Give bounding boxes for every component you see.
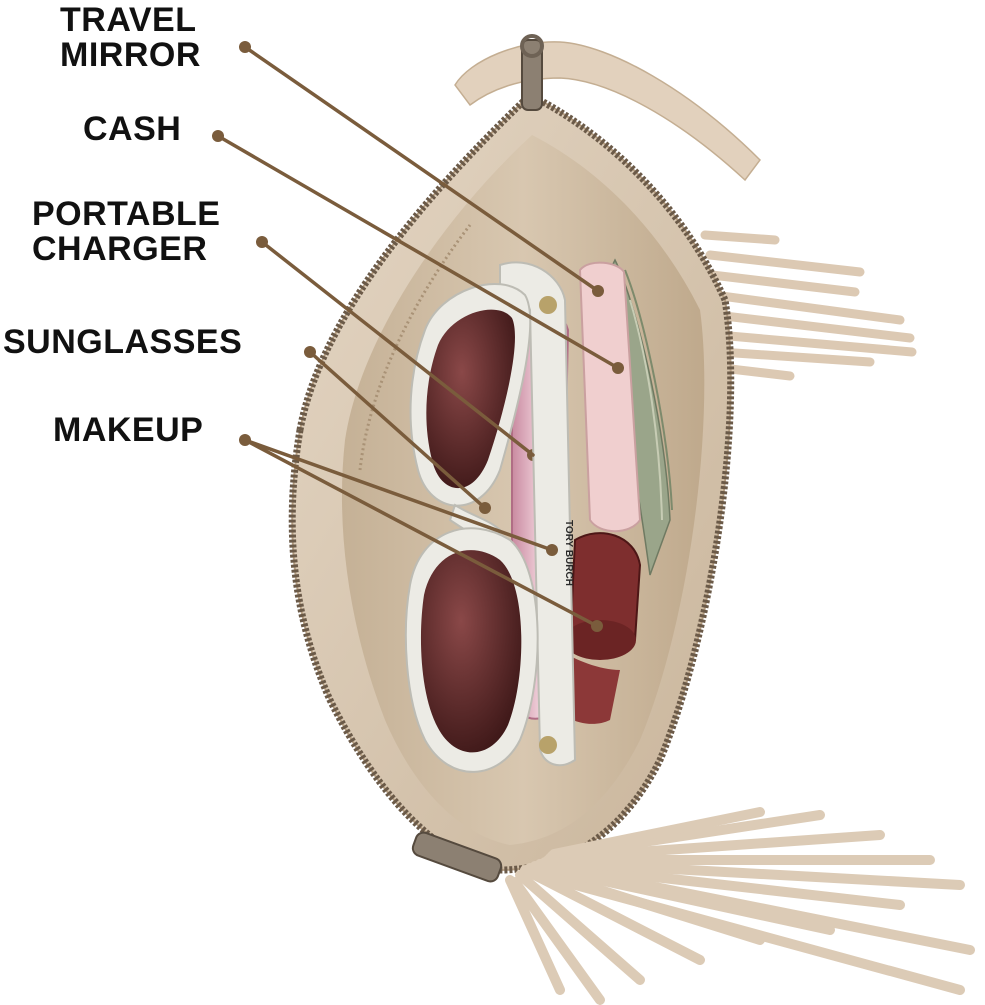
leader-line-sunglasses (308, 350, 487, 510)
sunglasses-brand-text: TORY BURCH (563, 520, 574, 586)
label-makeup: MAKEUP (53, 411, 204, 449)
zipper-pull-bottom-icon (411, 831, 503, 883)
label-portable-charger-line2: CHARGER (32, 230, 208, 268)
leader-lines (216, 45, 620, 628)
label-travel-mirror-line2: MIRROR (60, 36, 201, 74)
side-fringe (700, 230, 917, 381)
label-travel-mirror: TRAVEL MIRROR (60, 3, 201, 73)
leader-dots (212, 41, 316, 446)
label-sunglasses: SUNGLASSES (3, 323, 243, 361)
label-portable-charger-line1: PORTABLE (32, 195, 221, 233)
label-cash: CASH (83, 110, 182, 148)
sunglasses: TORY BURCH (404, 261, 577, 773)
leader-line-portable-charger (260, 240, 535, 457)
label-travel-mirror-line1: TRAVEL (60, 1, 197, 39)
leader-line-makeup-2 (243, 438, 599, 628)
leader-line-travel-mirror (243, 45, 600, 293)
zipper-pull-icon (520, 34, 544, 111)
label-portable-charger: PORTABLE CHARGER (32, 197, 220, 267)
leader-line-makeup-1 (243, 438, 554, 552)
leader-line-cash (216, 134, 620, 370)
zipper-teeth-left (296, 92, 533, 431)
zipper-teeth-right (499, 91, 735, 874)
bottom-fringe (505, 807, 975, 1005)
